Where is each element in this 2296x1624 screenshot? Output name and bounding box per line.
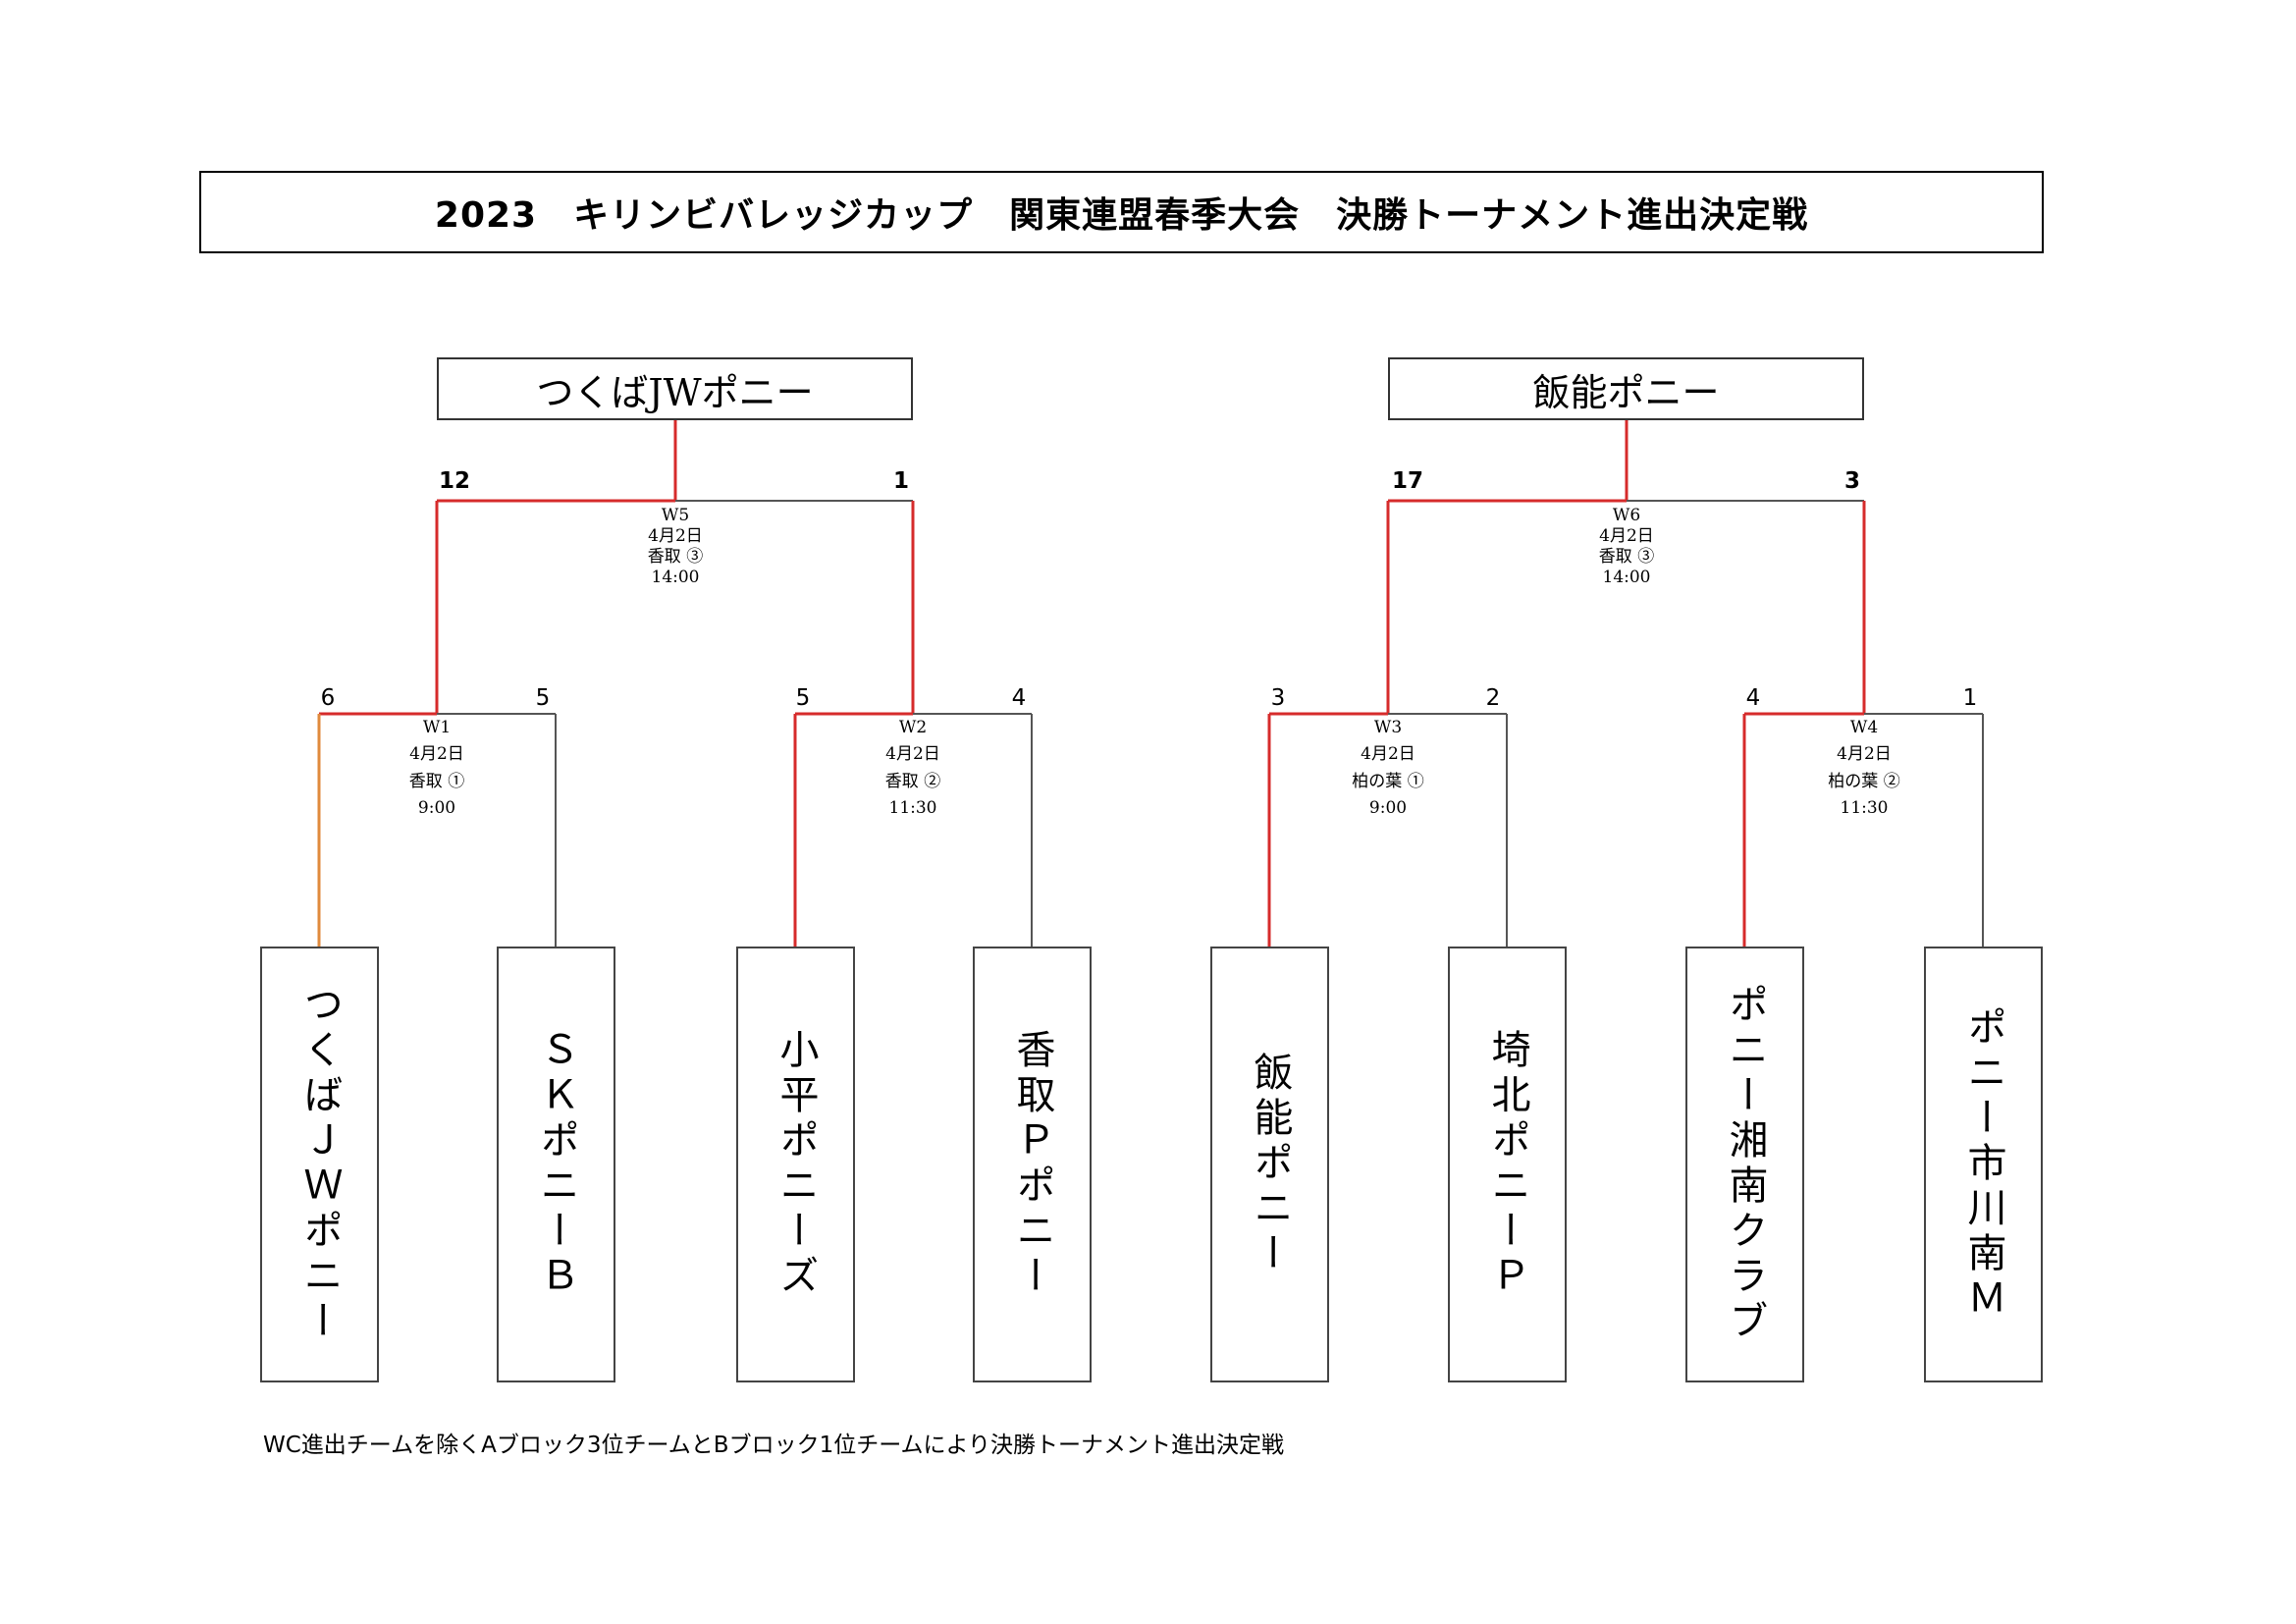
w6-score-right: 3 [1844, 468, 1860, 494]
team-box-8: ポニー市川南Ｍ [1924, 947, 2043, 1382]
team-name: 埼北ポニーＰ [1484, 1029, 1530, 1300]
team-name: 小平ポニーズ [773, 1029, 819, 1300]
w5-date: 4月2日 [648, 526, 703, 546]
w5-time: 14:00 [652, 568, 700, 587]
w3-venue: 柏の葉 ① [1352, 772, 1423, 791]
final-winner-left: つくばJWポニー [437, 357, 913, 420]
w4-time: 11:30 [1841, 798, 1889, 818]
team-box-5: 飯能ポニー [1210, 947, 1329, 1382]
team-box-3: 小平ポニーズ [736, 947, 855, 1382]
final-winner-right: 飯能ポニー [1388, 357, 1864, 420]
page-title: 2023 キリンビバレッジカップ 関東連盟春季大会 決勝トーナメント進出決定戦 [199, 171, 2044, 253]
w5-score-left: 12 [439, 468, 470, 494]
team-box-4: 香取Ｐポニー [973, 947, 1092, 1382]
w4-id: W4 [1850, 718, 1878, 737]
team-name: ＳＫポニーＢ [533, 1029, 579, 1300]
w2-score-right: 4 [1012, 685, 1027, 711]
w2-date: 4月2日 [885, 744, 940, 764]
w1-date: 4月2日 [409, 744, 464, 764]
w6-time: 14:00 [1603, 568, 1651, 587]
w3-time: 9:00 [1369, 798, 1407, 818]
w3-score-left: 3 [1271, 685, 1286, 711]
w6-date: 4月2日 [1599, 526, 1654, 546]
team-name: ポニー市川南Ｍ [1960, 1006, 2006, 1323]
w3-score-right: 2 [1486, 685, 1501, 711]
w2-venue: 香取 ② [885, 772, 940, 791]
w2-score-left: 5 [796, 685, 811, 711]
team-box-7: ポニー湘南クラブ [1685, 947, 1804, 1382]
team-box-2: ＳＫポニーＢ [497, 947, 615, 1382]
w1-score-right: 5 [536, 685, 551, 711]
team-name: つくばＪＷポニー [296, 984, 343, 1345]
team-name: 香取Ｐポニー [1009, 1029, 1055, 1300]
w5-venue: 香取 ③ [648, 547, 703, 567]
team-box-1: つくばＪＷポニー [260, 947, 379, 1382]
w1-venue: 香取 ① [409, 772, 464, 791]
team-name: 飯能ポニー [1247, 1052, 1293, 1277]
w1-time: 9:00 [418, 798, 455, 818]
w5-id: W5 [662, 506, 689, 525]
w4-score-left: 4 [1746, 685, 1761, 711]
w5-score-right: 1 [893, 468, 909, 494]
w4-venue: 柏の葉 ② [1828, 772, 1899, 791]
w4-date: 4月2日 [1837, 744, 1892, 764]
w6-id: W6 [1613, 506, 1640, 525]
w2-id: W2 [899, 718, 927, 737]
w3-date: 4月2日 [1361, 744, 1415, 764]
team-name: ポニー湘南クラブ [1722, 984, 1768, 1345]
footnote: WC進出チームを除くAブロック3位チームとBブロック1位チームにより決勝トーナメ… [263, 1433, 1285, 1458]
w1-score-left: 6 [321, 685, 336, 711]
w2-time: 11:30 [889, 798, 937, 818]
w6-score-left: 17 [1392, 468, 1423, 494]
w3-id: W3 [1374, 718, 1402, 737]
w6-venue: 香取 ③ [1599, 547, 1654, 567]
team-box-6: 埼北ポニーＰ [1448, 947, 1567, 1382]
w1-id: W1 [423, 718, 451, 737]
w4-score-right: 1 [1963, 685, 1978, 711]
